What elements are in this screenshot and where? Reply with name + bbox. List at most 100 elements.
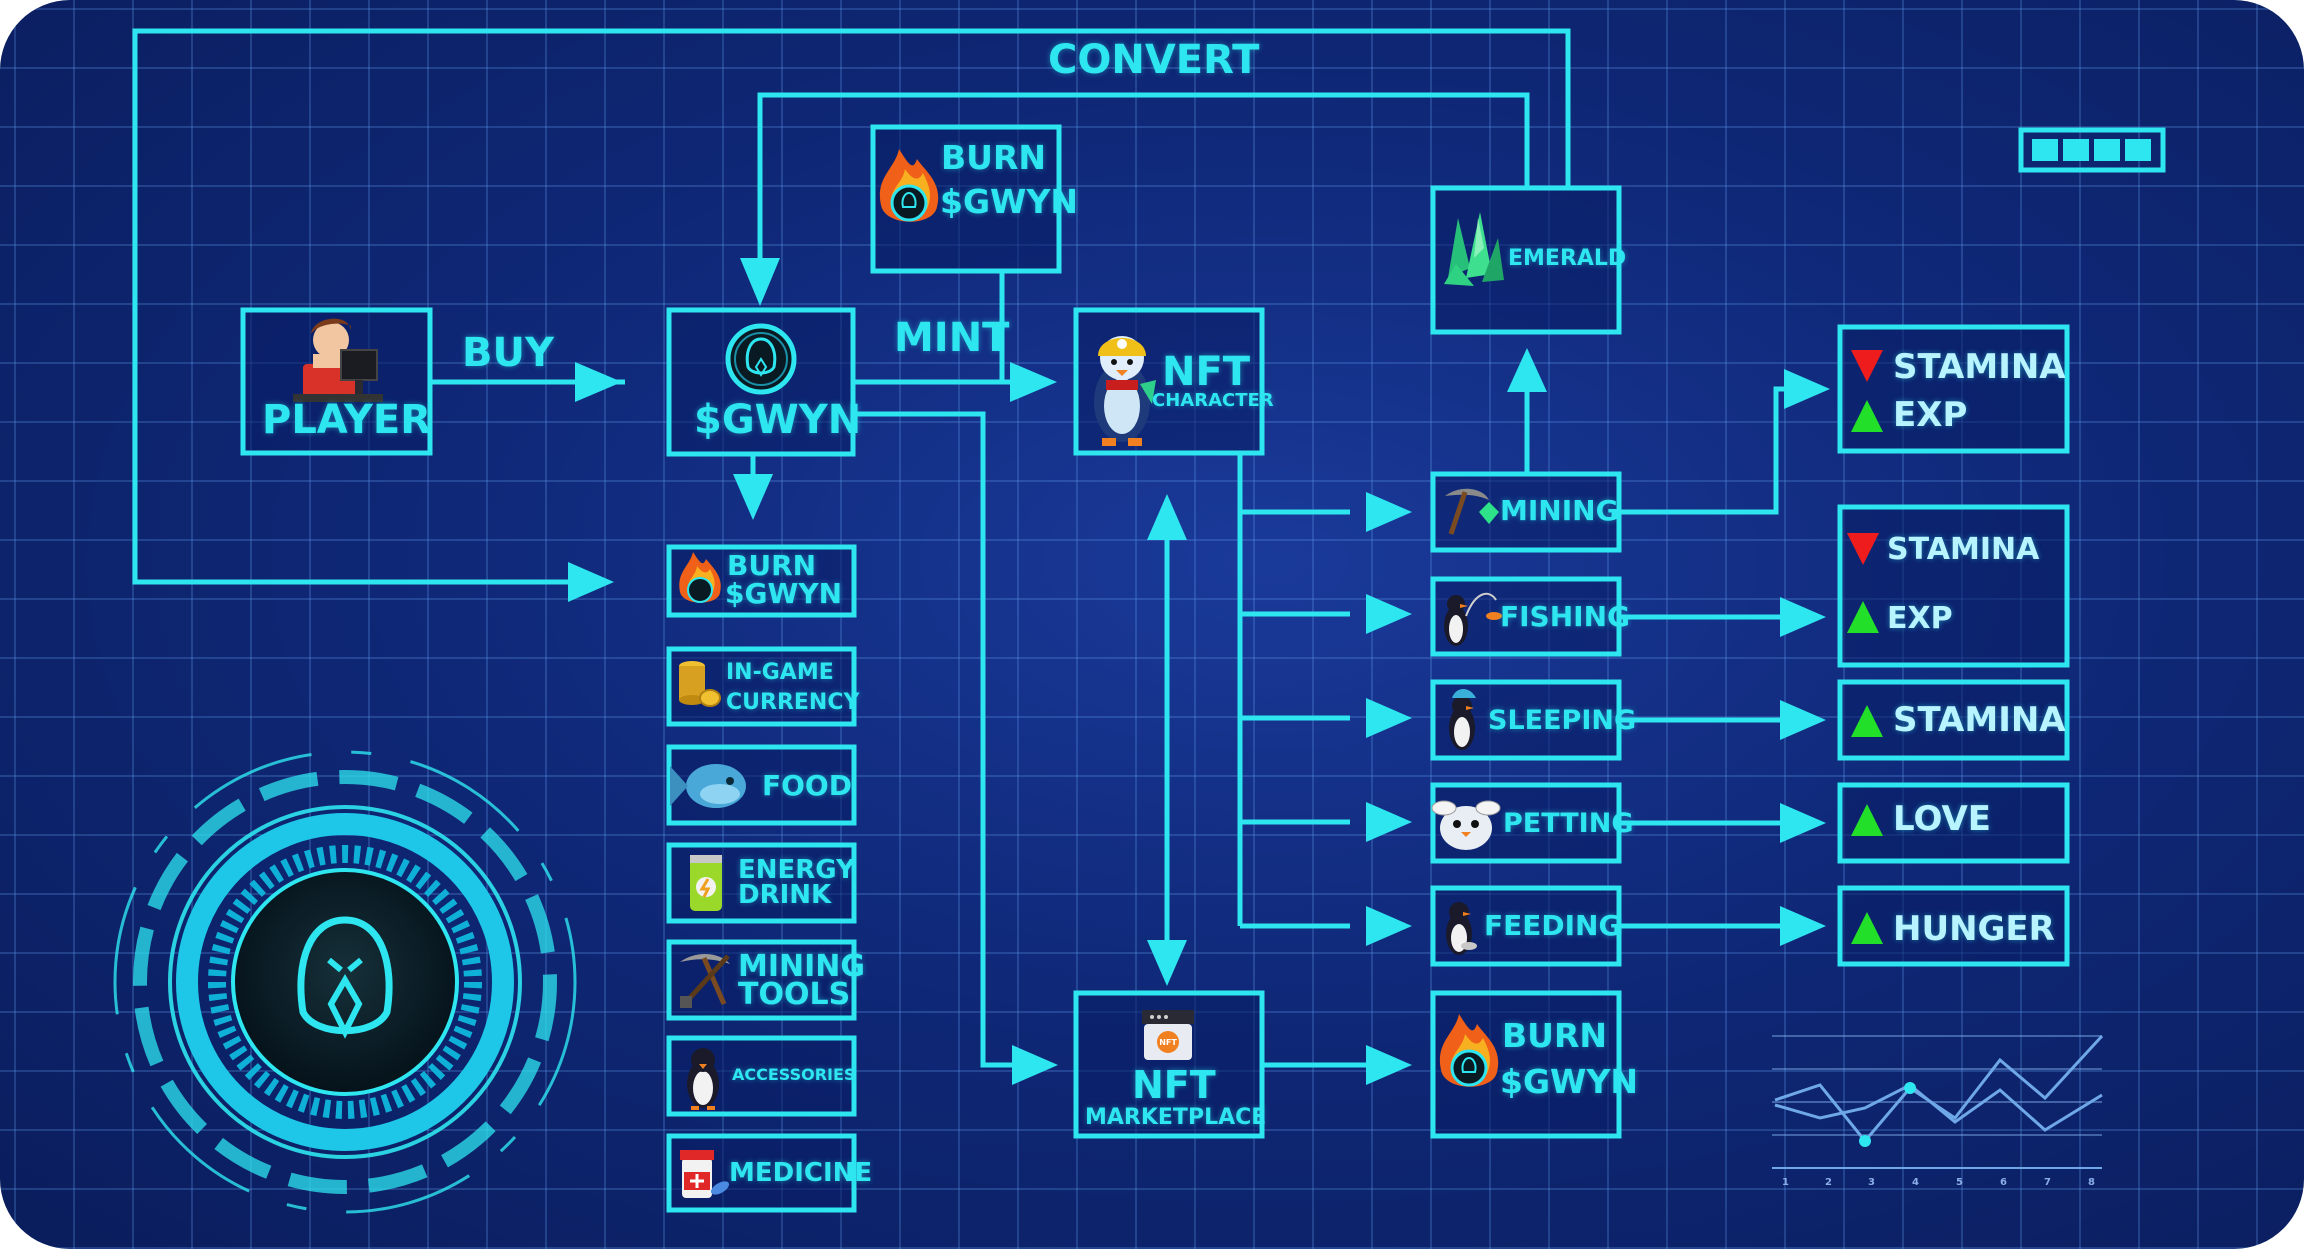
arrow-into-feeding-result <box>1780 906 1826 946</box>
nft-shop-icon: NFT <box>1142 1010 1194 1060</box>
gwyn-label: $GWYN <box>694 397 862 443</box>
fire-coin-icon <box>1439 1014 1499 1087</box>
burn-bottom-label-1: BURN <box>1502 1016 1607 1055</box>
convert-outer-line <box>132 28 1571 585</box>
arrow-into-gwyn-top <box>740 258 780 306</box>
up-triangle-icon <box>1851 912 1883 944</box>
feeding-label: FEEDING <box>1484 909 1622 942</box>
result-fishing-exp: EXP <box>1887 601 1953 636</box>
sleeping-label: SLEEPING <box>1488 705 1637 736</box>
player-label: PLAYER <box>262 397 432 443</box>
in-game-currency-label-2: CURRENCY <box>726 690 860 715</box>
fishing-box[interactable] <box>1430 576 1622 657</box>
nft-character-label-1: NFT <box>1162 349 1251 395</box>
chart-tick-2: 2 <box>1825 1177 1832 1188</box>
arrow-down-to-market <box>1147 940 1187 986</box>
arrow-into-fishing-result <box>1780 597 1826 637</box>
arrow-into-mining <box>1366 492 1412 532</box>
medicine-label: MEDICINE <box>729 1158 873 1188</box>
result-sleeping-box[interactable] <box>1837 679 2070 761</box>
mining-to-result-line <box>1620 386 1790 515</box>
mining-tools-label-2: TOOLS <box>738 977 851 1012</box>
svg-text:NFT: NFT <box>1159 1038 1177 1047</box>
burn-top-label-1: BURN <box>941 138 1046 177</box>
burn-top-label-2: $GWYN <box>940 182 1078 221</box>
energy-drink-label-2: DRINK <box>738 880 832 910</box>
petting-hands-icon <box>1431 800 1501 850</box>
arrow-into-burn-mid-left <box>568 562 614 602</box>
result-fishing-stamina: STAMINA <box>1887 532 2040 567</box>
fish-icon <box>670 764 746 808</box>
stat-indicators <box>1847 350 1883 944</box>
up-triangle-icon <box>1851 705 1883 737</box>
arrow-into-fishing <box>1366 594 1412 634</box>
up-triangle-icon <box>1847 601 1879 633</box>
burn-mid-label-2: $GWYN <box>725 577 843 610</box>
up-triangle-icon <box>1851 804 1883 836</box>
penguin-coin-icon <box>725 323 797 395</box>
fishing-label: FISHING <box>1500 600 1630 633</box>
in-game-currency-label-1: IN-GAME <box>726 660 834 685</box>
medicine-bottle-icon <box>680 1150 730 1198</box>
pickaxe-icon <box>1445 488 1499 535</box>
sleeping-penguin-icon <box>1449 689 1476 750</box>
up-triangle-icon <box>1851 400 1883 432</box>
chart-point <box>1904 1082 1916 1094</box>
result-fishing-box[interactable] <box>1837 504 2070 668</box>
arrow-into-gwyn-left <box>575 362 622 402</box>
chart-tick-4: 4 <box>1912 1177 1919 1188</box>
arrow-into-burn-mid <box>733 474 773 520</box>
chart-series-line <box>1774 1083 2103 1132</box>
chart-point <box>1859 1135 1871 1147</box>
result-petting-love: LOVE <box>1893 799 1991 839</box>
arrow-heads <box>568 258 1830 1085</box>
arrow-up-to-emerald <box>1507 348 1547 392</box>
petting-label: PETTING <box>1503 808 1634 839</box>
in-game-currency-box[interactable] <box>666 646 857 727</box>
arrow-into-petting <box>1366 802 1412 842</box>
mining-label: MINING <box>1500 494 1619 527</box>
coin-stack-icon <box>679 661 721 707</box>
penguin-icon <box>687 1048 719 1110</box>
result-petting-box[interactable] <box>1837 782 2070 864</box>
miner-penguin-icon <box>1094 336 1156 446</box>
mining-box[interactable] <box>1430 471 1622 553</box>
burn-bottom-label-2: $GWYN <box>1500 1062 1638 1101</box>
arrow-into-petting-result <box>1780 803 1826 843</box>
arrow-into-sleeping <box>1366 698 1412 738</box>
emerald-crystal-icon <box>1444 212 1504 286</box>
hud-coin-emblem <box>113 750 577 1214</box>
gwyn-to-market-line <box>853 411 1015 1068</box>
fishing-penguin-icon <box>1444 592 1502 646</box>
arrow-into-mining-result <box>1784 369 1830 409</box>
down-triangle-icon <box>1847 533 1879 565</box>
nft-character-label-2: CHARACTER <box>1152 390 1274 411</box>
chart-tick-3: 3 <box>1868 1177 1875 1188</box>
convert-inner-line <box>757 92 1530 268</box>
feeding-penguin-icon <box>1446 902 1477 955</box>
result-mining-box[interactable] <box>1837 324 2070 454</box>
chart-tick-5: 5 <box>1956 1177 1963 1188</box>
result-feeding-hunger: HUNGER <box>1893 909 2055 949</box>
chart-tick-8: 8 <box>2088 1177 2095 1188</box>
emerald-label: EMERALD <box>1508 246 1627 271</box>
accessories-label: ACCESSORIES <box>732 1065 856 1084</box>
chart-tick-7: 7 <box>2044 1177 2051 1188</box>
arrow-into-nft-left <box>1010 362 1057 402</box>
node-boxes <box>240 124 2070 1213</box>
result-feeding-box[interactable] <box>1837 885 2070 967</box>
chart-tick-1: 1 <box>1782 1177 1789 1188</box>
arrow-into-market <box>1012 1045 1058 1085</box>
burn-mid-label-1: BURN <box>727 549 817 582</box>
arrow-into-feeding <box>1366 906 1412 946</box>
result-mining-stamina: STAMINA <box>1893 347 2066 387</box>
arrow-into-burn-bottom <box>1366 1045 1412 1085</box>
energy-drink-label-1: ENERGY <box>738 855 855 885</box>
fire-coin-icon <box>879 149 939 222</box>
pickaxe-shovel-icon <box>680 953 730 1008</box>
chart-tick-6: 6 <box>2000 1177 2007 1188</box>
result-sleeping-stamina: STAMINA <box>1893 700 2066 740</box>
nft-marketplace-label-1: NFT <box>1132 1063 1216 1107</box>
